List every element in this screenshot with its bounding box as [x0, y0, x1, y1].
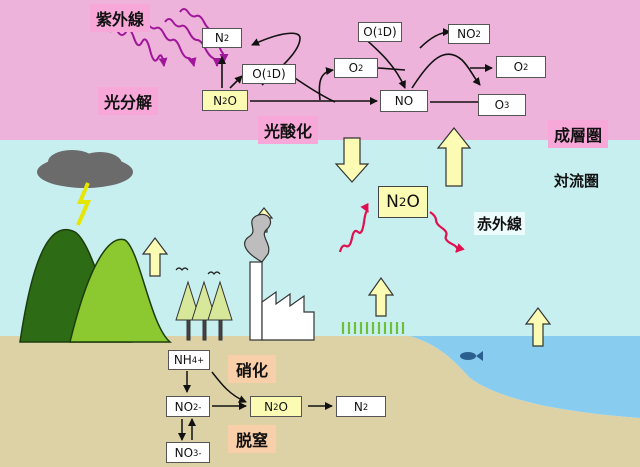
- nitrification-label: 硝化: [228, 355, 277, 383]
- lightning-icon: [76, 182, 92, 226]
- infrared-arrows: [338, 202, 465, 253]
- upward-arrow-ocean: [524, 307, 552, 347]
- transport-arrows: [141, 127, 552, 347]
- species-no: NO: [380, 90, 428, 112]
- factory-icon: [244, 213, 315, 341]
- land: [0, 336, 640, 467]
- grass-icon: [341, 322, 405, 334]
- upward-arrow-land: [141, 237, 169, 277]
- soil-reaction-arrows: [178, 371, 333, 441]
- storm-cloud-icon: [37, 150, 133, 188]
- tree-icon: [175, 280, 233, 341]
- infrared-label: 赤外線: [474, 212, 526, 235]
- fish-icon: [460, 351, 483, 361]
- photooxidation-label: 光酸化: [258, 116, 319, 144]
- uv-label: 紫外線: [90, 4, 151, 32]
- stratosphere-label: 成層圏: [548, 120, 609, 148]
- bird-icon: [175, 267, 221, 275]
- photolysis-label: 光分解: [98, 87, 159, 115]
- troposphere-label: 対流圏: [554, 172, 600, 190]
- upward-arrow-field: [367, 276, 395, 317]
- denitrification-label: 脱窒: [228, 425, 277, 453]
- mountain-icon: [19, 228, 173, 343]
- downward-arrow: [334, 137, 370, 183]
- upward-arrow-strat: [436, 127, 472, 187]
